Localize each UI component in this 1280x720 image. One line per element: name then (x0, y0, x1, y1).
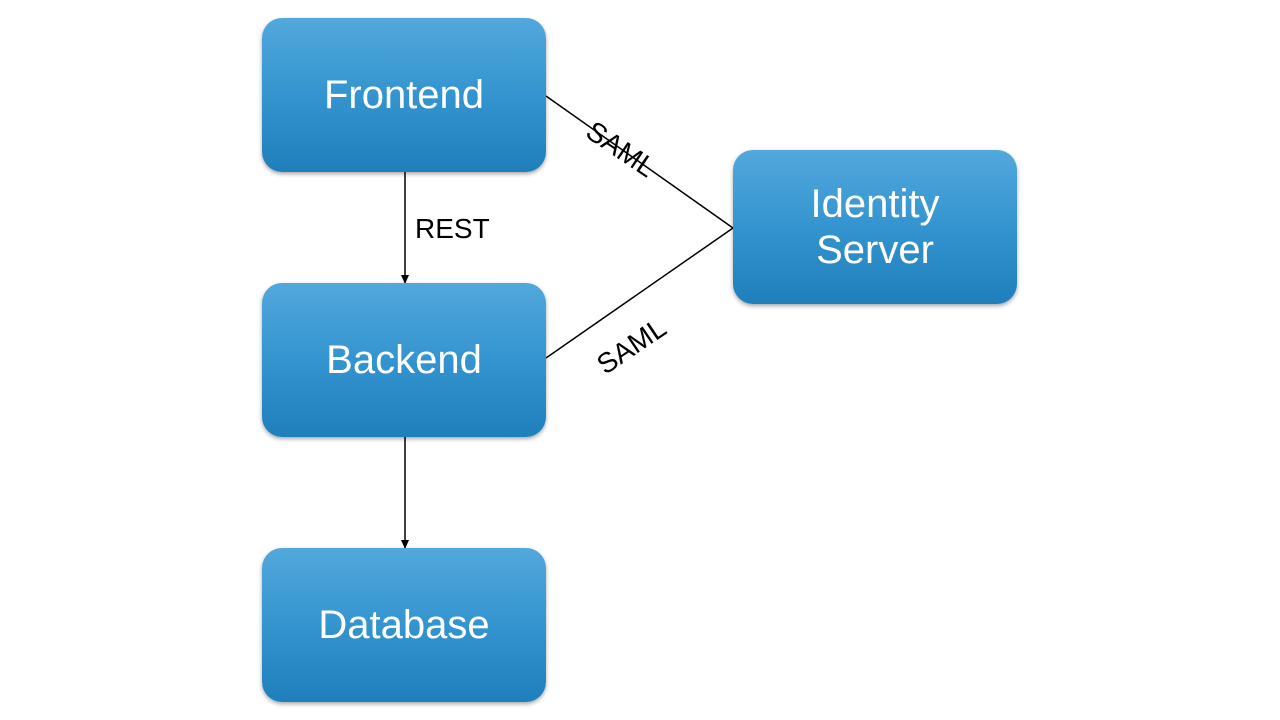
saml-line-frontend (545, 95, 734, 229)
database-node: Database (262, 548, 546, 702)
backend-node: Backend (262, 283, 546, 437)
identity-server-label-line1: Identity (810, 182, 940, 226)
backend-node-label: Backend (326, 338, 482, 382)
frontend-node: Frontend (262, 18, 546, 172)
rest-label: REST (415, 213, 490, 244)
saml-line-backend (545, 227, 734, 359)
identity-server-label-line2: Server (816, 228, 934, 272)
database-node-label: Database (318, 603, 490, 647)
frontend-node-label: Frontend (323, 73, 485, 117)
identity-server-node: Identity Server (733, 150, 1017, 304)
